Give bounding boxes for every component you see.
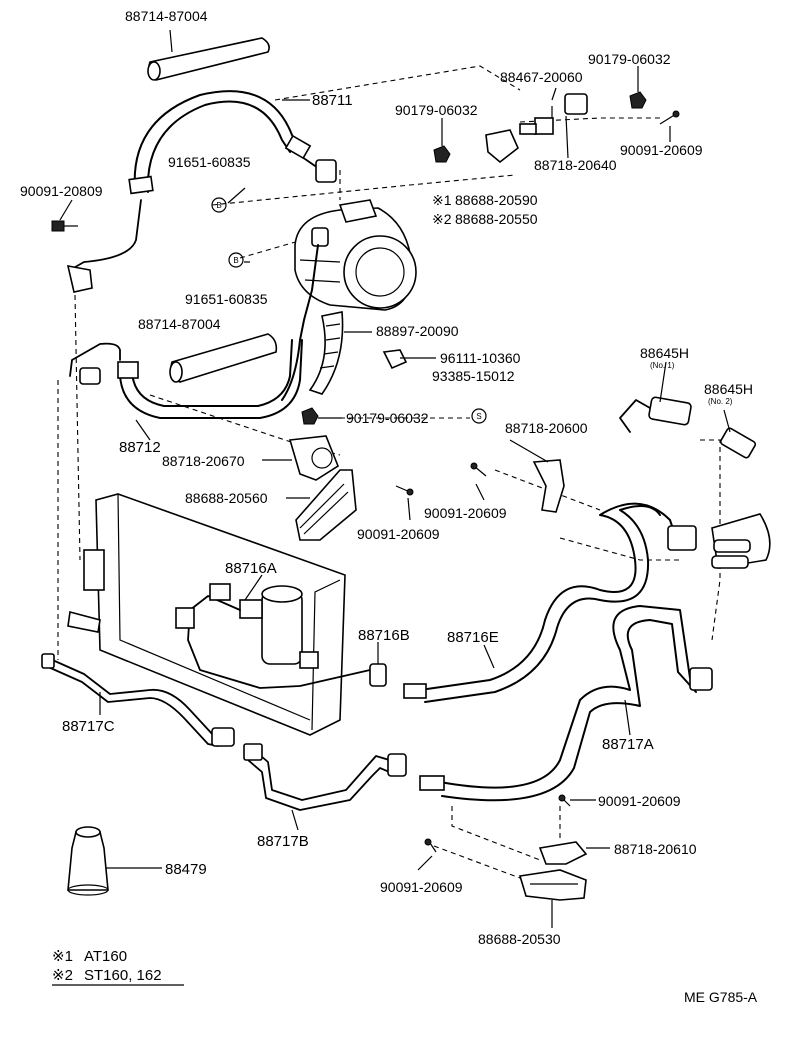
label-clamp-88688-20560: 88688-20560: [185, 490, 268, 506]
connector-block: [711, 513, 771, 569]
label-nut-90179-mid-top: 90179-06032: [395, 102, 478, 118]
pipe-88717B: [243, 743, 407, 811]
nut-90179-mid-top: [433, 145, 451, 163]
bracket-88718-20600: [532, 459, 565, 513]
bracket-left-top: [66, 264, 93, 293]
label-clamp-88688-20550: 88688-20550: [455, 211, 538, 227]
hose-88897-20090: [308, 311, 344, 395]
label-pipe-88716E: 88716E: [447, 629, 499, 646]
label-screw-90091-low-right: 90091-20609: [598, 793, 681, 809]
label-hose-mid: 88714-87004: [138, 316, 221, 332]
screw-90091-right: [470, 462, 487, 477]
screw-90091-mid: [395, 485, 414, 496]
label-screw-90091-right: 90091-20609: [424, 505, 507, 521]
bracket-88718-20610: [538, 841, 588, 865]
pipe-88716E: [403, 502, 697, 703]
pipe-88711: [69, 90, 337, 271]
label-pipe-88717C: 88717C: [62, 718, 115, 735]
bracket-88718-20640: [485, 129, 519, 164]
screw-90091-low-left: [424, 838, 437, 853]
label-sw-88645-no2: 88645H: [704, 381, 753, 397]
clip-96111-10360: [382, 349, 408, 370]
switch-88645H-no1: [619, 396, 692, 433]
nut-90179-mid: [301, 407, 319, 425]
note-ref-2: ※2: [432, 211, 452, 227]
label-sw-88645-no2-sub: (No. 2): [708, 397, 733, 406]
label-pipe-88712: 88712: [119, 439, 161, 456]
label-stud-93385: 93385-15012: [432, 368, 515, 384]
label-switch-88467: 88467-20060: [500, 69, 583, 85]
svg-text:B: B: [216, 201, 221, 210]
screw-90091-low-right: [558, 794, 571, 807]
label-pipe-88711: 88711: [312, 92, 353, 109]
label-clamp-88688-20530: 88688-20530: [478, 931, 561, 947]
note-1-mark: ※1: [52, 948, 73, 965]
label-bracket-88718-20670: 88718-20670: [162, 453, 245, 469]
label-sw-88645-no1: 88645H: [640, 345, 689, 361]
label-pipe-88717A: 88717A: [602, 736, 654, 753]
note-2-text: ST160, 162: [84, 967, 162, 984]
label-screw-90091-mid: 90091-20609: [357, 526, 440, 542]
label-bracket-88718-20600: 88718-20600: [505, 420, 588, 436]
condenser: [67, 493, 346, 736]
note-1-text: AT160: [84, 948, 127, 965]
note-2-mark: ※2: [52, 967, 73, 984]
pipe-88717A: [419, 605, 713, 802]
label-cover-88479: 88479: [165, 861, 207, 878]
screw-90091-top: [659, 110, 680, 125]
hose-mid: [169, 333, 278, 383]
note-ref-1: ※1: [432, 192, 452, 208]
receiver-drier: [175, 583, 387, 689]
label-screw-90091-low-left: 90091-20609: [380, 879, 463, 895]
label-bolt-91651-b: 91651-60835: [185, 291, 268, 307]
label-screw-90091-top: 90091-20609: [620, 142, 703, 158]
svg-text:B: B: [233, 256, 238, 265]
label-bolt-90091-left: 90091-20809: [20, 183, 103, 199]
bracket-88718-20670: [288, 435, 339, 481]
nut-90179-top: [629, 91, 647, 109]
label-pipe-88716B: 88716B: [358, 627, 410, 644]
label-clamp-88688-20590: 88688-20590: [455, 192, 538, 208]
label-hose-top: 88714-87004: [125, 8, 208, 24]
cover-88479: [67, 826, 109, 896]
label-pipe-88717B: 88717B: [257, 833, 309, 850]
compressor: [294, 199, 417, 311]
pipe-88712: [69, 339, 303, 419]
clamp-88688-20530: [518, 869, 587, 901]
switch-88645H-no2: [719, 427, 757, 459]
mark-B-2: B: [228, 252, 244, 268]
mark-S: S: [471, 408, 487, 424]
mark-B-1: B: [211, 197, 227, 213]
hose-top: [147, 37, 270, 81]
pipe-88717C: [41, 653, 235, 747]
label-nut-90179-low: 90179-06032: [346, 410, 429, 426]
label-pipe-88716A: 88716A: [225, 560, 277, 577]
label-bracket-88718-20640: 88718-20640: [534, 157, 617, 173]
clamp-88688-20560: [295, 469, 357, 541]
diagram-code: ME G785-A: [684, 989, 758, 1005]
notes-legend: ※1 AT160 ※2 ST160, 162: [52, 948, 184, 986]
label-bolt-91651-a: 91651-60835: [168, 154, 251, 170]
label-sw-88645-no1-sub: (No. 1): [650, 361, 675, 370]
label-nut-90179-top: 90179-06032: [588, 51, 671, 67]
label-hose-88897: 88897-20090: [376, 323, 459, 339]
label-bracket-88718-20610: 88718-20610: [614, 841, 697, 857]
label-clip-96111: 96111-10360: [440, 350, 521, 366]
svg-text:S: S: [476, 412, 481, 421]
pressure-switch-88467: [519, 93, 588, 135]
bolt-90091-20809: [51, 220, 78, 232]
